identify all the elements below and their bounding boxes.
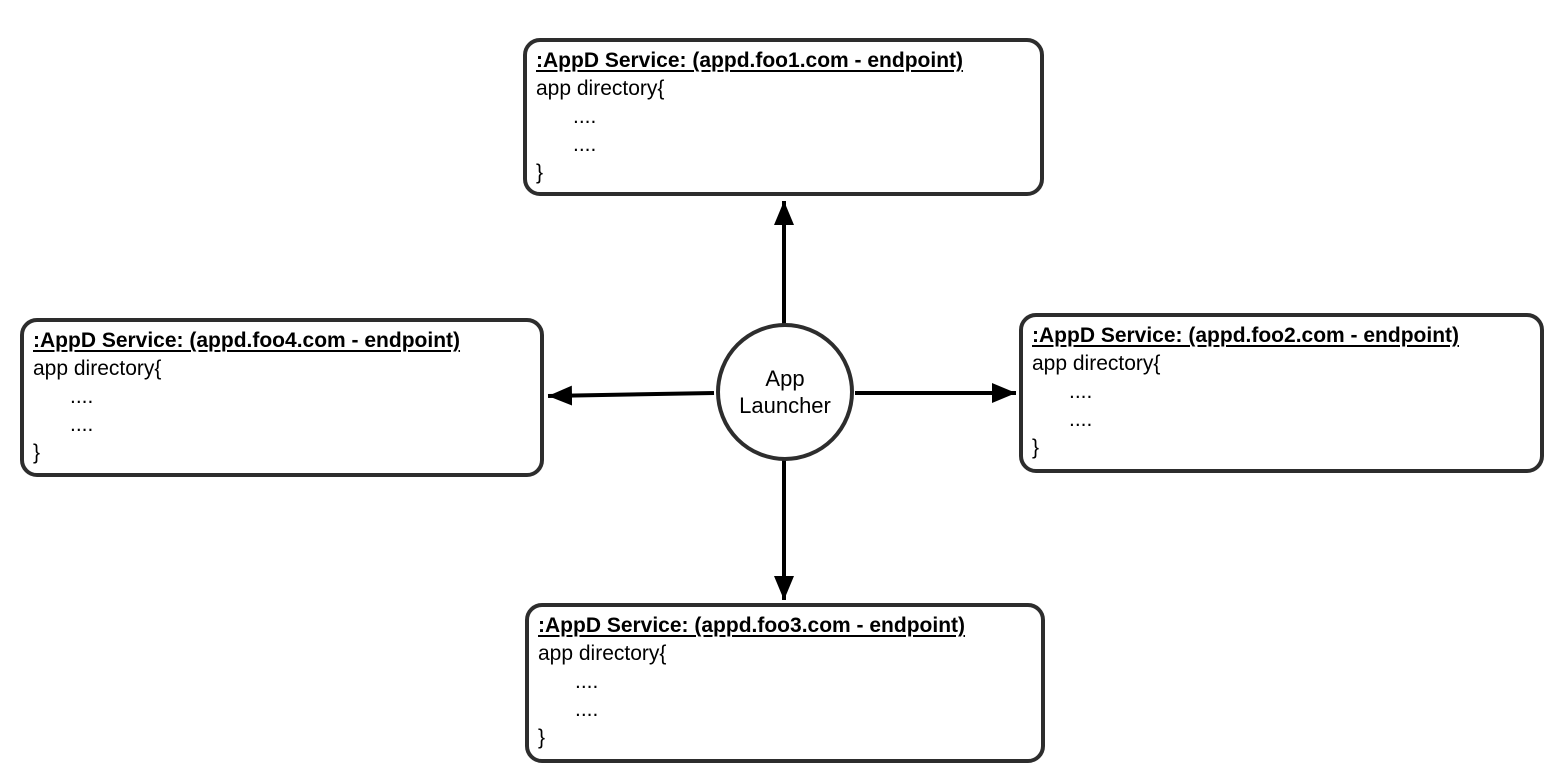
node-body-line: app directory{ [1032, 352, 1161, 375]
node-body-line: .... [575, 670, 599, 693]
node-title: :AppD Service: (appd.foo1.com - endpoint… [536, 49, 964, 72]
hub-label-line2: Launcher [739, 393, 831, 418]
arrow-hub-to-foo4 [547, 385, 715, 406]
hub-label-line1: App [765, 366, 805, 391]
node-title: :AppD Service: (appd.foo2.com - endpoint… [1032, 324, 1460, 347]
node-body-line: } [536, 161, 544, 184]
node-title: :AppD Service: (appd.foo4.com - endpoint… [33, 329, 461, 352]
appd-service-box-foo3: :AppD Service: (appd.foo3.com - endpoint… [525, 603, 1045, 763]
node-body-line: app directory{ [538, 642, 667, 665]
appd-service-box-foo1: :AppD Service: (appd.foo1.com - endpoint… [523, 38, 1044, 196]
node-body-line: app directory{ [33, 357, 162, 380]
node-body-line: } [1032, 436, 1040, 459]
app-launcher-hub: App Launcher [716, 323, 854, 461]
node-body-line: .... [1069, 408, 1093, 431]
node-body-line: } [33, 441, 41, 464]
node-body-line: .... [1069, 380, 1093, 403]
appd-service-box-foo2: :AppD Service: (appd.foo2.com - endpoint… [1019, 313, 1544, 473]
node-title: :AppD Service: (appd.foo3.com - endpoint… [538, 614, 966, 637]
node-body-line: .... [573, 105, 597, 128]
node-body-line: .... [70, 385, 94, 408]
node-body-line: .... [575, 698, 599, 721]
node-body-line: .... [70, 413, 94, 436]
node-body-line: } [538, 726, 546, 749]
node-body-line: app directory{ [536, 77, 665, 100]
node-body-line: .... [573, 133, 597, 156]
appd-service-box-foo4: :AppD Service: (appd.foo4.com - endpoint… [20, 318, 544, 477]
